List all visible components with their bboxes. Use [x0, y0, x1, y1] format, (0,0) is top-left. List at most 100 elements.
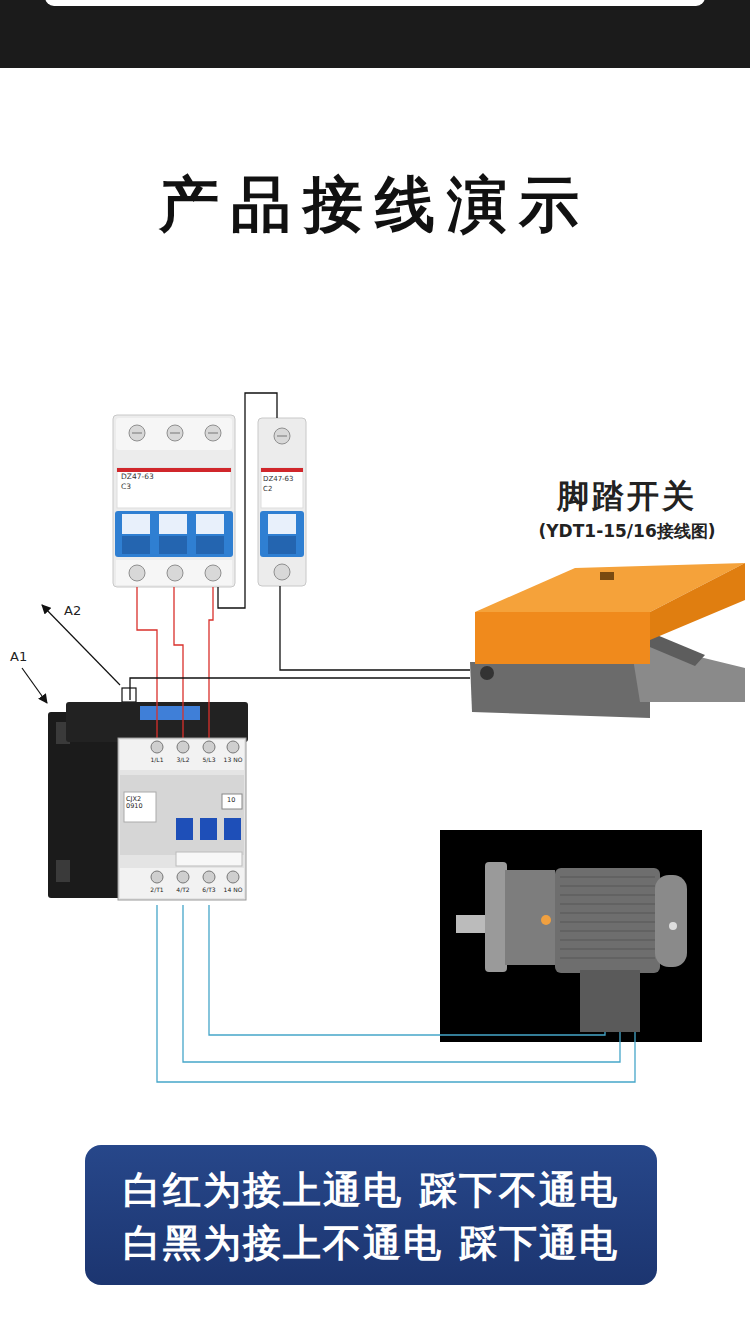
- contactor-drawing-part: [227, 871, 239, 883]
- breaker-3p-drawing-part: [208, 433, 218, 434]
- foot-switch-drawing-part: [638, 628, 705, 666]
- breaker-1p-drawing-part: [268, 536, 296, 554]
- foot-switch: 脚踏开关 (YDT1-15/16接线图): [470, 478, 746, 723]
- contactor: 1/L13/L25/L313 NOCJX2 0910102/T14/T26/T3…: [48, 700, 248, 905]
- top-bar-part: [0, 0, 750, 68]
- motor-drawing-part: [505, 870, 555, 965]
- motor-drawing-part: [655, 875, 687, 967]
- callout-label: A2: [64, 604, 81, 619]
- breaker-3p-drawing-part: [132, 433, 142, 434]
- breaker-3p-drawing-part: [196, 514, 224, 534]
- breaker-3p-drawing-part: [159, 536, 187, 554]
- foot-switch-drawing-part: [475, 563, 745, 612]
- contactor-text: 13 NO: [224, 757, 243, 764]
- contactor-text: 4/T2: [176, 887, 189, 894]
- foot-switch-text: 脚踏开关: [557, 478, 697, 515]
- breaker-3p-drawing-part: [116, 560, 232, 585]
- top-bar-part: [45, 0, 705, 6]
- motor-wire: [157, 905, 635, 1082]
- contactor-text: 6/T3: [202, 887, 215, 894]
- breaker-3p-text: C3: [121, 483, 131, 492]
- breaker-3p-drawing-part: [159, 514, 187, 534]
- contactor-drawing-part: [222, 794, 242, 809]
- breaker-3p-drawing-part: [122, 536, 150, 554]
- foot-switch-drawing-part: [600, 572, 614, 580]
- motor-drawing-part: [560, 958, 655, 959]
- wire-connector: [130, 678, 470, 700]
- breaker-1p-drawing-part: [274, 428, 290, 444]
- breaker-3p-drawing-part: [170, 433, 180, 434]
- contactor-text: 3/L2: [177, 757, 190, 764]
- wire-connector: [137, 587, 157, 700]
- motor-drawing-part: [560, 895, 655, 896]
- breaker-3p-drawing-part: [116, 418, 232, 450]
- contactor-text: 14 NO: [224, 887, 243, 894]
- motor-drawing-part: [456, 915, 488, 933]
- breaker-3p-drawing-part: [196, 536, 224, 554]
- motor-drawing-part: [560, 922, 655, 923]
- breaker-3p-drawing-part: [117, 468, 231, 508]
- contactor-text: 5/L3: [203, 757, 216, 764]
- motor-drawing-part: [560, 940, 655, 941]
- leader-line-part: [22, 668, 47, 703]
- foot-switch-drawing-part: [630, 640, 745, 702]
- contactor-drawing-part: [208, 700, 209, 741]
- note-box-text: 白红为接上通电 踩下不通电: [123, 1169, 618, 1213]
- contactor-drawing-part: [120, 868, 244, 898]
- wire-connector: [174, 587, 183, 700]
- foot-switch-drawing-part: [650, 563, 745, 640]
- motor-drawing-part: [440, 830, 702, 1042]
- breaker-3p-drawing-part: [205, 565, 221, 581]
- top-bar: [0, 0, 750, 68]
- leader-line: [22, 605, 120, 703]
- contactor-text: CJX2 0910: [126, 796, 152, 811]
- wire-connector: [280, 586, 470, 670]
- coil-terminal: [122, 688, 136, 702]
- breaker-3p-drawing: [113, 415, 235, 587]
- contactor-drawing-part: [151, 871, 163, 883]
- coil-terminal-part: [122, 688, 136, 702]
- motor-wire-part: [157, 905, 635, 1082]
- breaker-1p-drawing: [258, 418, 306, 586]
- motor-drawing-part: [560, 904, 655, 905]
- contactor-drawing-part: [48, 712, 126, 898]
- contactor-drawing-part: [182, 700, 183, 741]
- breaker-3p: DZ47-63C3: [113, 415, 235, 587]
- contactor-text: 10: [227, 797, 235, 804]
- breaker-1p-drawing-part: [258, 418, 306, 586]
- motor-drawing-part: [560, 886, 655, 887]
- contactor-drawing-part: [140, 706, 200, 720]
- contactor-drawing-part: [120, 740, 244, 770]
- contactor-drawing-part: [124, 792, 156, 822]
- motor-drawing-part: [555, 868, 660, 973]
- note-box: 白红为接上通电 踩下不通电白黑为接上不通电 踩下通电: [85, 1145, 657, 1285]
- breaker-1p-drawing-part: [274, 564, 290, 580]
- breaker-1p-drawing-part: [261, 468, 303, 472]
- breaker-3p-drawing-part: [167, 425, 183, 441]
- contactor-drawing-part: [177, 741, 189, 753]
- contactor-text: 1/L1: [151, 757, 164, 764]
- breaker-3p-drawing-part: [113, 415, 235, 587]
- contactor-drawing-part: [56, 722, 70, 744]
- foot-switch-drawing: [470, 563, 745, 718]
- motor-drawing: [440, 830, 702, 1042]
- contactor-drawing-part: [203, 741, 215, 753]
- callout-label: A1: [10, 650, 27, 665]
- motor-drawing-part: [560, 877, 655, 878]
- breaker-1p-drawing-part: [268, 514, 296, 534]
- motor-wire-part: [183, 905, 620, 1062]
- contactor-drawing-part: [176, 852, 242, 866]
- motor-drawing-part: [560, 931, 655, 932]
- contactor-drawing-part: [120, 775, 244, 855]
- foot-switch-text: (YDT1-15/16接线图): [539, 522, 716, 542]
- motor-drawing-part: [580, 970, 640, 1032]
- contactor-drawing-part: [118, 738, 246, 900]
- contactor-drawing-part: [56, 860, 70, 882]
- motor-drawing-part: [669, 922, 677, 930]
- breaker-3p-drawing-part: [115, 511, 233, 557]
- motor-drawing-part: [541, 915, 551, 925]
- contactor-drawing-part: [176, 818, 193, 840]
- contactor-drawing-part: [224, 818, 241, 840]
